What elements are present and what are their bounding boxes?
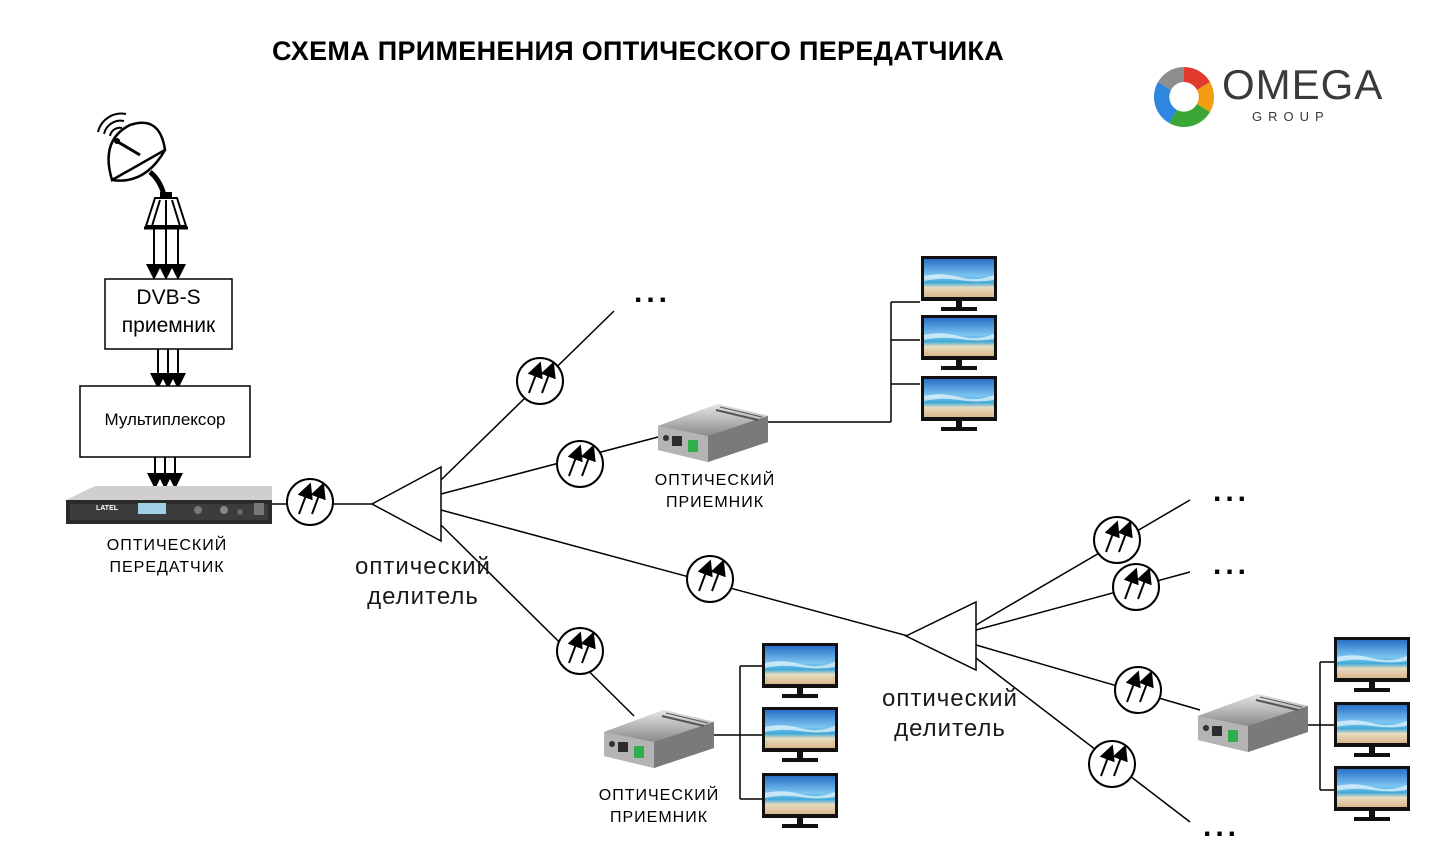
tv-screen-icon bbox=[762, 707, 838, 762]
splitter-1-caption-line-1: оптический bbox=[355, 553, 491, 580]
optical-coupler-icon bbox=[287, 479, 333, 525]
optical-coupler-icon bbox=[557, 441, 603, 487]
tv-screen-icon bbox=[762, 773, 838, 828]
optical-receiver-device bbox=[603, 709, 715, 769]
optical-coupler-icon bbox=[1113, 564, 1159, 610]
ellipsis-branch-right-2: ... bbox=[1213, 548, 1251, 581]
receiver-1-caption-line-1: ОПТИЧЕСКИЙ bbox=[654, 472, 776, 489]
optical-coupler-icon bbox=[1089, 741, 1135, 787]
optical-coupler-icon bbox=[1115, 667, 1161, 713]
splitter-2-caption-line-1: оптический bbox=[882, 685, 1018, 712]
receiver-1-caption: ОПТИЧЕСКИЙ ПРИЕМНИК bbox=[640, 470, 790, 514]
omega-logo-icon bbox=[1153, 66, 1215, 128]
receiver-2-caption-line-2: ПРИЕМНИК bbox=[609, 809, 709, 826]
ellipsis-branch-right-3: ... bbox=[1203, 810, 1241, 843]
optical-splitter-1 bbox=[370, 465, 442, 543]
tv-screen-icon bbox=[921, 256, 997, 311]
receiver-2-caption: ОПТИЧЕСКИЙ ПРИЕМНИК bbox=[584, 785, 734, 829]
logo-name: OMEGA bbox=[1222, 61, 1384, 108]
tv-screen-icon bbox=[921, 315, 997, 370]
splitter-1-caption-line-2: делитель bbox=[367, 583, 479, 610]
optical-coupler-icon bbox=[1094, 517, 1140, 563]
receiver-2-caption-line-1: ОПТИЧЕСКИЙ bbox=[598, 787, 720, 804]
logo-tagline: GROUP bbox=[1252, 109, 1330, 124]
splitter-2-caption-line-2: делитель bbox=[894, 715, 1006, 742]
receiver-1-caption-line-2: ПРИЕМНИК bbox=[665, 494, 765, 511]
fiber-lines bbox=[272, 301, 1334, 823]
optical-coupler-icon bbox=[557, 628, 603, 674]
optical-splitter-2 bbox=[904, 600, 977, 672]
optical-transmitter-device: LATEL bbox=[66, 486, 272, 524]
multiplexer-label: Мультиплексор bbox=[104, 410, 226, 429]
transmitter-caption-line-2: ПЕРЕДАТЧИК bbox=[109, 559, 225, 576]
device-brand-label: LATEL bbox=[96, 505, 119, 512]
multiplexer-box bbox=[79, 385, 251, 458]
dvb-receiver-box bbox=[104, 278, 233, 350]
page-title: СХЕМА ПРИМЕНЕНИЯ ОПТИЧЕСКОГО ПЕРЕДАТЧИКА bbox=[272, 36, 1005, 66]
tv-screen-icon bbox=[1334, 637, 1410, 692]
ellipsis-branch-right-1: ... bbox=[1213, 475, 1251, 508]
signal-arrows bbox=[146, 228, 186, 489]
optical-receiver-device bbox=[1197, 693, 1309, 753]
optical-receiver-device bbox=[657, 403, 769, 463]
tv-screen-icon bbox=[921, 376, 997, 431]
splitter-2-caption: оптический делитель bbox=[860, 684, 1040, 744]
dvb-receiver-line-1: DVB-S bbox=[136, 286, 201, 309]
ellipsis-branch-top: ... bbox=[634, 276, 672, 309]
tv-screen-icon bbox=[1334, 702, 1410, 757]
satellite-dish-icon bbox=[97, 112, 188, 230]
transmitter-caption-line-1: ОПТИЧЕСКИЙ bbox=[106, 537, 228, 554]
splitter-1-caption: оптический делитель bbox=[333, 552, 513, 612]
transmitter-caption: ОПТИЧЕСКИЙ ПЕРЕДАТЧИК bbox=[92, 535, 242, 579]
tv-screen-icon bbox=[762, 643, 838, 698]
dvb-receiver-label: DVB-S приемник bbox=[105, 284, 232, 340]
tv-screen-icon bbox=[1334, 766, 1410, 821]
optical-coupler-icon bbox=[517, 358, 563, 404]
optical-coupler-icon bbox=[687, 556, 733, 602]
dvb-receiver-line-2: приемник bbox=[121, 314, 216, 337]
